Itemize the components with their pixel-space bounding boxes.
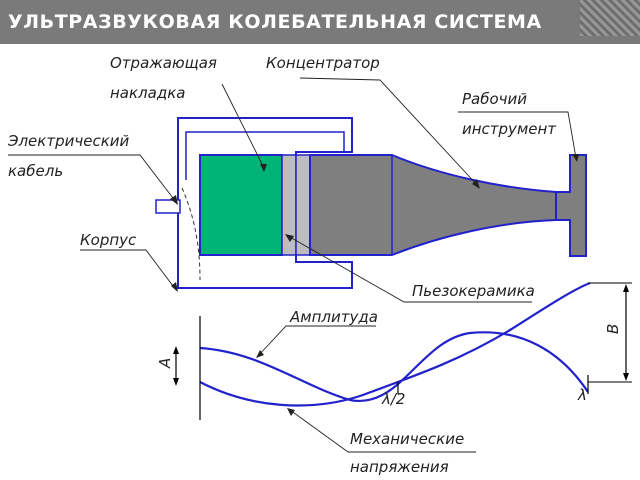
label-reflector-1: Отражающая xyxy=(110,54,217,72)
label-piezo: Пьезокерамика xyxy=(412,282,535,300)
label-tool-1: Рабочий xyxy=(462,90,527,108)
leader-lines xyxy=(8,77,579,453)
label-cable-2: кабель xyxy=(8,162,63,180)
label-housing: Корпус xyxy=(80,231,137,249)
label-amplitude: Амплитуда xyxy=(289,308,378,326)
stress-wave xyxy=(199,281,591,407)
housing-inner xyxy=(185,131,345,180)
dim-b-arrowhead-bottom xyxy=(623,373,629,381)
concentrator xyxy=(309,154,557,256)
electric-cable xyxy=(155,199,181,214)
dim-a-arrowhead-top xyxy=(173,346,179,354)
page-title: УЛЬТРАЗВУКОВАЯ КОЛЕБАТЕЛЬНАЯ СИСТЕМА xyxy=(8,11,542,33)
housing-inner-dash xyxy=(181,187,201,281)
housing-outline xyxy=(177,117,353,289)
label-dim-b: B xyxy=(604,324,622,334)
dim-a-arrowhead-bottom xyxy=(173,378,179,386)
amplitude-wave xyxy=(199,331,589,403)
label-stress-1: Механические xyxy=(350,430,464,448)
label-reflector-2: накладка xyxy=(110,84,185,102)
header-decoration xyxy=(580,0,640,36)
piezo-ring-2 xyxy=(295,154,311,256)
label-dim-a: A xyxy=(156,358,174,369)
label-lambda-half: λ/2 xyxy=(381,390,405,408)
reflector-pad xyxy=(199,154,283,256)
working-tool xyxy=(555,154,587,257)
label-stress-2: напряжения xyxy=(350,458,449,476)
dim-b-arrowhead-top xyxy=(623,284,629,292)
title-bar: УЛЬТРАЗВУКОВАЯ КОЛЕБАТЕЛЬНАЯ СИСТЕМА xyxy=(0,0,640,44)
label-lambda: λ xyxy=(577,386,587,404)
label-concentrator: Концентратор xyxy=(266,54,380,72)
label-cable-1: Электрический xyxy=(7,132,130,150)
label-tool-2: инструмент xyxy=(462,120,557,138)
